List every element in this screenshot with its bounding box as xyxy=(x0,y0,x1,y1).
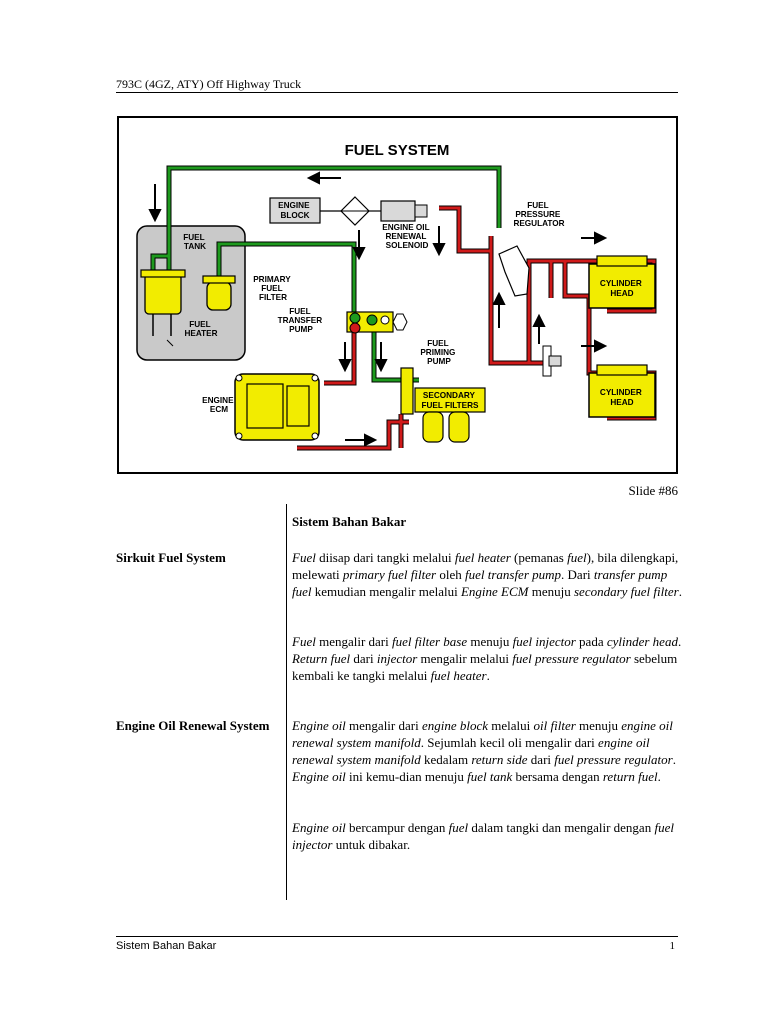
paragraph: Fuel diisap dari tangki melalui fuel hea… xyxy=(292,550,682,599)
label-fuel-tank: FUEL TANK xyxy=(183,233,207,251)
label-fuel-pressure-regulator: FUEL PRESSURE REGULATOR xyxy=(513,201,564,228)
label-fuel-heater: FUEL HEATER xyxy=(184,320,217,338)
page-number: 1 xyxy=(669,940,676,952)
column-divider xyxy=(286,504,287,900)
oil-renewal-solenoid xyxy=(380,200,416,222)
label-cylinder-head-1: CYLINDER HEAD xyxy=(600,279,644,298)
side-heading-fuel-system: Sirkuit Fuel System xyxy=(116,550,226,565)
cylinder-head-2 xyxy=(588,372,656,418)
side-heading-oil-renewal: Engine Oil Renewal System xyxy=(116,718,270,733)
paragraph: Engine oil mengalir dari engine block me… xyxy=(292,718,676,784)
transfer-pump-outlet xyxy=(349,322,361,334)
label-engine-block: ENGINE BLOCK xyxy=(278,201,312,220)
label-engine-ecm: ENGINE ECM xyxy=(202,396,236,414)
primary-filter-cap xyxy=(202,275,236,284)
paragraph: Engine oil bercampur dengan fuel dalam t… xyxy=(292,820,674,852)
diagram-title: FUEL SYSTEM xyxy=(345,142,450,159)
secondary-filter-1 xyxy=(422,411,444,443)
label-oil-renewal-solenoid: ENGINE OIL RENEWAL SOLENOID xyxy=(382,223,431,250)
primary-fuel-filter xyxy=(206,281,232,311)
fuel-system-diagram: FUEL SYSTEM xyxy=(117,116,678,474)
label-secondary-fuel-filters: SECONDARY FUEL FILTERS xyxy=(421,391,479,410)
fuel-heater xyxy=(144,273,182,315)
transfer-pump-inlet xyxy=(349,312,361,324)
fuel-heater-cap xyxy=(140,269,186,278)
section-title: Sistem Bahan Bakar xyxy=(292,514,407,529)
solenoid-nozzle xyxy=(414,204,428,218)
fuel-pressure-regulator xyxy=(498,245,530,297)
secondary-filter-base xyxy=(414,387,486,413)
header-rule xyxy=(116,92,678,93)
footer-rule xyxy=(116,936,678,937)
cylinder-head-1 xyxy=(588,263,656,309)
slide-number: Slide #86 xyxy=(628,483,678,498)
footer-title: Sistem Bahan Bakar xyxy=(116,940,217,952)
fuel-priming-pump xyxy=(400,367,414,415)
label-fuel-transfer-pump: FUEL TRANSFER PUMP xyxy=(278,307,325,334)
label-cylinder-head-2: CYLINDER HEAD xyxy=(600,388,644,407)
secondary-filter-2 xyxy=(448,411,470,443)
paragraph: Fuel mengalir dari fuel filter base menu… xyxy=(292,634,682,683)
running-header: 793C (4GZ, ATY) Off Highway Truck xyxy=(116,77,302,91)
flow-arrows xyxy=(148,171,608,447)
label-primary-fuel-filter: PRIMARY FUEL FILTER xyxy=(253,275,293,302)
label-fuel-priming-pump: FUEL PRIMING PUMP xyxy=(420,339,457,366)
